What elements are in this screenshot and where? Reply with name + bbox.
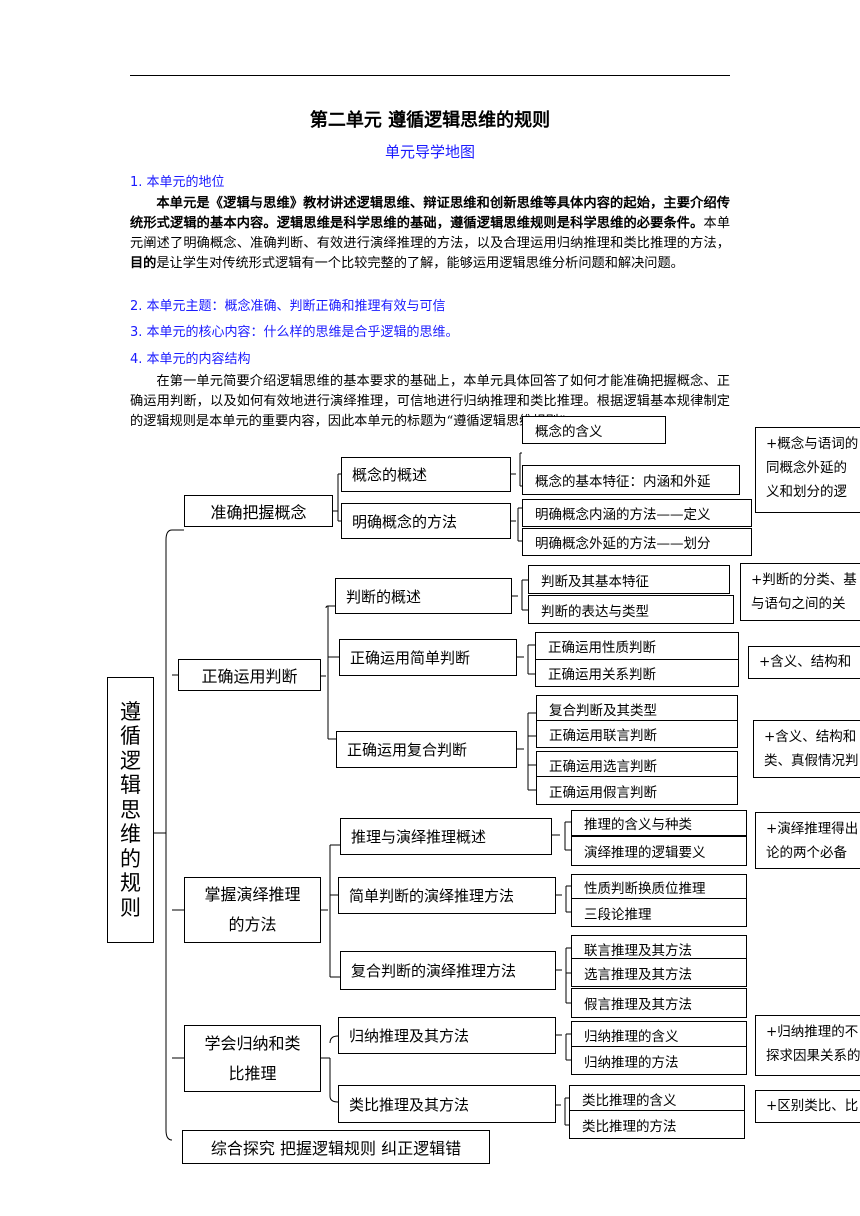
l3-concept-meaning: 概念的含义 bbox=[522, 416, 666, 444]
section-heading-2: 2. 本单元主题：概念准确、判断正确和推理有效与可信 bbox=[130, 299, 446, 314]
para-bold-1: 本单元是《逻辑与思维》教材讲述逻辑思维、辩证思维和创新思维等具体内容的起始，主要… bbox=[130, 196, 730, 231]
l3-compound-types: 复合判断及其类型 bbox=[536, 695, 738, 723]
root-char: 思 bbox=[120, 797, 141, 822]
l3-analogy-meaning: 类比推理的含义 bbox=[569, 1085, 745, 1112]
note-line: +归纳推理的不 bbox=[766, 1024, 859, 1040]
root-char: 则 bbox=[120, 895, 141, 920]
note-simple-judgments: +含义、结构和 bbox=[748, 646, 860, 679]
l2-compound-judgments: 正确运用复合判断 bbox=[336, 731, 517, 768]
l2-inductive-reasoning: 归纳推理及其方法 bbox=[338, 1017, 556, 1054]
note-line: 探求因果关系的 bbox=[766, 1048, 860, 1064]
l3-hypothetical-inference: 假言推理及其方法 bbox=[571, 988, 747, 1018]
note-line: 论的两个必备 bbox=[766, 845, 847, 861]
section-heading-3: 3. 本单元的核心内容：什么样的思维是合乎逻辑的思维。 bbox=[130, 325, 459, 340]
l3-concept-features: 概念的基本特征：内涵和外延 bbox=[522, 465, 740, 495]
l3-judgment-expression: 判断的表达与类型 bbox=[528, 595, 734, 624]
root-char: 规 bbox=[120, 871, 141, 896]
l1-deductive-line2: 的方法 bbox=[228, 915, 277, 934]
l2-analogical-reasoning: 类比推理及其方法 bbox=[338, 1085, 556, 1123]
l2-reasoning-overview: 推理与演绎推理概述 bbox=[340, 818, 552, 855]
root-char: 循 bbox=[120, 724, 141, 749]
note-line: +区别类比、比 bbox=[766, 1098, 859, 1114]
l2-clarify-concepts: 明确概念的方法 bbox=[341, 503, 511, 539]
l1-inductive-line1: 学会归纳和类 bbox=[204, 1033, 301, 1053]
section-1-paragraph: 本单元是《逻辑与思维》教材讲述逻辑思维、辩证思维和创新思维等具体内容的起始，主要… bbox=[130, 194, 730, 288]
note-deduction: +演绎推理得出 论的两个必备 bbox=[755, 812, 860, 869]
note-line: 与语句之间的关 bbox=[751, 596, 846, 612]
l1-use-judgments: 正确运用判断 bbox=[178, 659, 321, 691]
note-line: +演绎推理得出 bbox=[766, 821, 859, 837]
root-char: 遵 bbox=[120, 699, 141, 724]
note-line: 同概念外延的 bbox=[766, 460, 847, 476]
l1-comprehensive-inquiry: 综合探究 把握逻辑规则 纠正逻辑错 bbox=[182, 1130, 490, 1164]
l3-reasoning-meaning: 推理的含义与种类 bbox=[571, 810, 747, 836]
l2-concept-overview: 概念的概述 bbox=[341, 457, 511, 492]
l3-induction-methods: 归纳推理的方法 bbox=[571, 1046, 747, 1075]
l2-judgment-overview: 判断的概述 bbox=[335, 578, 512, 614]
l1-inductive-line2: 比推理 bbox=[228, 1063, 277, 1083]
para-bold-2: 目的 bbox=[130, 256, 157, 271]
l1-grasp-concepts: 准确把握概念 bbox=[184, 495, 333, 527]
note-compound-judgments: +含义、结构和 类、真假情况判 bbox=[753, 720, 860, 778]
section-heading-4: 4. 本单元的内容结构 bbox=[130, 352, 251, 367]
l3-define-intension: 明确概念内涵的方法——定义 bbox=[522, 499, 752, 527]
l2-simple-deduction: 简单判断的演绎推理方法 bbox=[338, 877, 556, 914]
l3-disjunctive-judgment: 正确运用选言判断 bbox=[536, 751, 738, 779]
l3-syllogism: 三段论推理 bbox=[571, 898, 747, 927]
l3-hypothetical-judgment: 正确运用假言判断 bbox=[536, 776, 738, 805]
note-line: +概念与语词的 bbox=[766, 436, 859, 452]
l3-conjunctive-judgment: 正确运用联言判断 bbox=[536, 720, 738, 748]
root-char: 维 bbox=[120, 822, 141, 847]
l3-obversion-conversion: 性质判断换质位推理 bbox=[571, 874, 747, 900]
note-judgments: +判断的分类、基 与语句之间的关 bbox=[740, 563, 860, 621]
l3-divide-extension: 明确概念外延的方法——划分 bbox=[522, 528, 752, 556]
l3-deduction-essentials: 演绎推理的逻辑要义 bbox=[571, 836, 747, 866]
page-title: 第二单元 遵循逻辑思维的规则 bbox=[309, 110, 551, 131]
root-char: 的 bbox=[120, 846, 141, 871]
section-4-paragraph: 在第一单元简要介绍逻辑思维的基本要求的基础上，本单元具体回答了如何才能准确把握概… bbox=[130, 374, 730, 429]
para-text-2: 是让学生对传统形式逻辑有一个比较完整的了解，能够运用逻辑思维分析问题和解决问题。 bbox=[156, 256, 684, 271]
l3-conjunctive-inference: 联言推理及其方法 bbox=[571, 935, 747, 962]
note-line: +含义、结构和 bbox=[764, 729, 857, 745]
note-induction: +归纳推理的不 探求因果关系的 bbox=[755, 1015, 860, 1076]
l3-induction-meaning: 归纳推理的含义 bbox=[571, 1021, 747, 1048]
l1-deductive-line1: 掌握演绎推理 bbox=[204, 885, 301, 904]
page-subtitle: 单元导学地图 bbox=[384, 143, 475, 161]
root-char: 辑 bbox=[120, 773, 141, 798]
l2-compound-deduction: 复合判断的演绎推理方法 bbox=[340, 951, 556, 990]
note-concepts: +概念与语词的 同概念外延的 义和划分的逻 bbox=[755, 427, 860, 513]
l3-property-judgment: 正确运用性质判断 bbox=[535, 632, 739, 660]
l2-simple-judgments: 正确运用简单判断 bbox=[339, 639, 517, 676]
para-text-1: 本单元阐述了明确概念、准确判断、有效进行演绎推理的方法，以及合理运用归纳推理和类… bbox=[130, 216, 731, 251]
l1-inductive-analogical: 学会归纳和类 比推理 bbox=[184, 1025, 321, 1092]
l3-judgment-features: 判断及其基本特征 bbox=[528, 565, 730, 594]
note-line: +判断的分类、基 bbox=[751, 572, 857, 588]
note-line: 类、真假情况判 bbox=[764, 753, 859, 769]
header-rule bbox=[130, 75, 730, 76]
note-analogy: +区别类比、比 bbox=[755, 1090, 860, 1123]
mind-map-root: 遵 循 逻 辑 思 维 的 规 则 bbox=[107, 677, 154, 943]
note-line: +含义、结构和 bbox=[759, 654, 852, 670]
note-line: 义和划分的逻 bbox=[766, 484, 847, 500]
l1-deductive-reasoning: 掌握演绎推理 的方法 bbox=[184, 877, 321, 943]
l3-relation-judgment: 正确运用关系判断 bbox=[535, 659, 739, 687]
l3-disjunctive-inference: 选言推理及其方法 bbox=[571, 958, 747, 987]
root-char: 逻 bbox=[120, 748, 141, 773]
section-heading-1: 1. 本单元的地位 bbox=[130, 175, 225, 190]
l3-analogy-methods: 类比推理的方法 bbox=[569, 1110, 745, 1139]
